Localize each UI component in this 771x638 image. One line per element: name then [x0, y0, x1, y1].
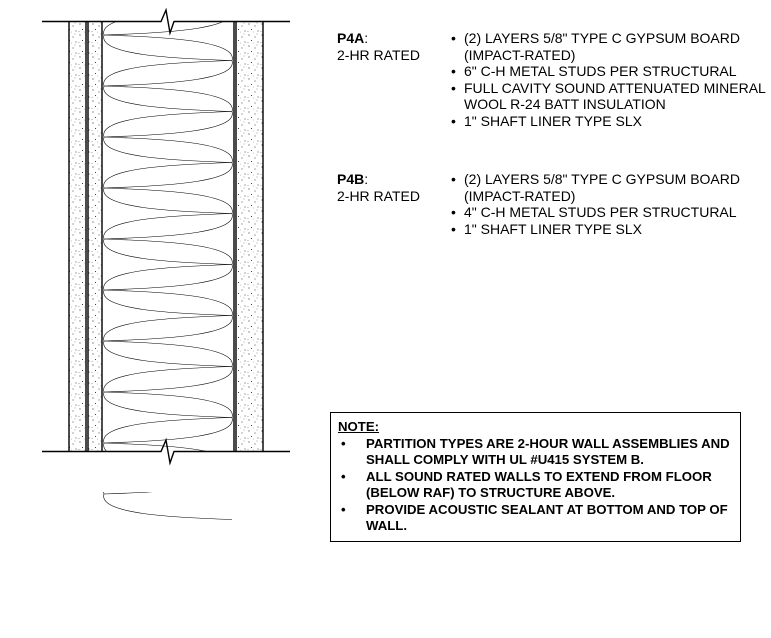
batt-insulation — [103, 0, 233, 520]
component-item: 4" C-H METAL STUDS PER STRUCTURAL — [451, 204, 771, 221]
wall-type-components: (2) LAYERS 5/8" TYPE C GYPSUM BOARD (IMP… — [451, 30, 771, 129]
wall-type-id: P4A — [337, 30, 365, 46]
break-line-top — [42, 7, 290, 36]
layer-lines — [68, 22, 264, 451]
wall-section-drawing — [40, 0, 290, 520]
component-item: 1" SHAFT LINER TYPE SLX — [451, 113, 771, 130]
component-item: 1" SHAFT LINER TYPE SLX — [451, 221, 771, 238]
component-item: (2) LAYERS 5/8" TYPE C GYPSUM BOARD (IMP… — [451, 30, 771, 63]
component-item: (2) LAYERS 5/8" TYPE C GYPSUM BOARD (IMP… — [451, 171, 771, 204]
note-item: PARTITION TYPES ARE 2-HOUR WALL ASSEMBLI… — [338, 436, 732, 468]
note-header: NOTE: — [338, 419, 380, 434]
note-list: PARTITION TYPES ARE 2-HOUR WALL ASSEMBLI… — [338, 436, 732, 534]
gypsum-layer-left-inner — [88, 22, 102, 451]
wall-type-id: P4B — [337, 171, 365, 187]
break-line-bottom — [42, 437, 290, 466]
note-item: PROVIDE ACOUSTIC SEALANT AT BOTTOM AND T… — [338, 502, 732, 534]
note-item: ALL SOUND RATED WALLS TO EXTEND FROM FLO… — [338, 469, 732, 501]
shaft-liner-right — [236, 22, 263, 451]
component-item: 6" C-H METAL STUDS PER STRUCTURAL — [451, 63, 771, 80]
wall-type-tag: P4A: 2-HR RATED — [337, 30, 420, 63]
gypsum-layer-left-outer — [69, 22, 86, 451]
wall-type-rating: 2-HR RATED — [337, 187, 420, 204]
wall-type-rating: 2-HR RATED — [337, 46, 420, 63]
component-item: FULL CAVITY SOUND ATTENUATED MINERAL WOO… — [451, 80, 771, 113]
batt-loops — [103, 0, 233, 520]
wall-type-tag: P4B: 2-HR RATED — [337, 171, 420, 204]
wall-type-components: (2) LAYERS 5/8" TYPE C GYPSUM BOARD (IMP… — [451, 171, 771, 237]
note-box: NOTE: PARTITION TYPES ARE 2-HOUR WALL AS… — [330, 412, 741, 542]
